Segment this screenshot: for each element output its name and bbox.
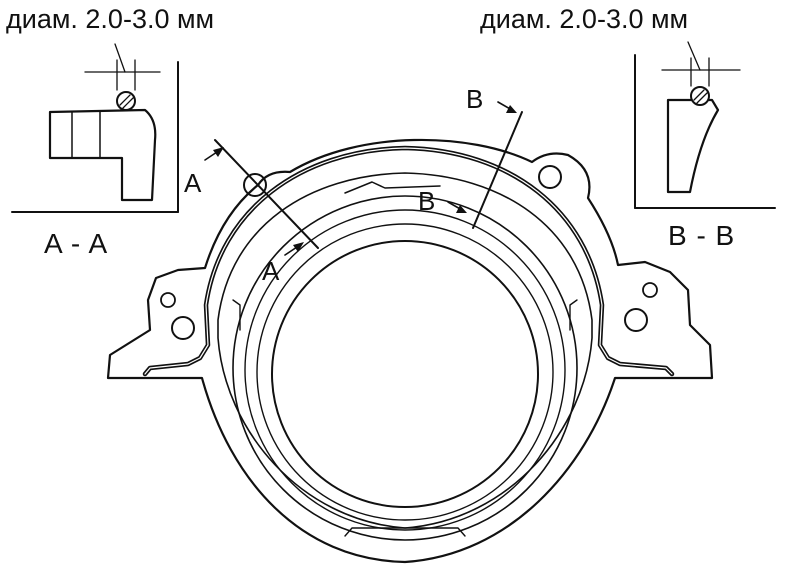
cut-arrow-a-top-head [213,147,224,157]
sealant-bead-inner [144,147,673,375]
detail-bb-profile [666,98,720,194]
cut-line-b [472,111,523,229]
right-notch [569,299,578,331]
cut-arrow-b-top-head [506,105,517,113]
top-step [344,181,441,194]
bolt-hole-top-right [538,165,562,189]
inner-flange [217,172,593,529]
detail-aa-bead-hatch-2 [122,97,134,109]
bore-ring-1 [232,195,578,541]
cut-mark-b-bottom: B [418,186,436,216]
detail-aa-bead [116,91,136,111]
bore-ring-4 [271,240,539,508]
housing-outline [106,138,714,564]
cut-mark-a-top: A [184,168,202,198]
bolt-hole-top-left [243,173,267,197]
detail-bb-bead [690,86,710,106]
left-notch [232,299,241,331]
note-diameter-left: диам. 2.0-3.0 мм [6,4,215,34]
sealant-bead-outer [142,145,675,377]
cut-mark-a-bottom: A [262,256,280,286]
detail-bb-leader [687,41,701,71]
bolt-hole-right-large [624,308,648,332]
section-label-bb: B - B [668,220,736,251]
cut-arrow-b-bottom-head [456,205,467,213]
detail-bb-bead-hatch-1 [693,89,705,101]
section-label-aa: A - A [44,228,109,259]
detail-aa-profile [48,108,157,202]
bolt-hole-left-large [171,316,195,340]
bolt-hole-left-small [160,292,176,308]
bore-ring-3 [256,223,554,521]
detail-aa-leader [114,43,126,73]
detail-bb-bead-hatch-2 [696,92,708,104]
detail-aa-bead-hatch-1 [119,94,131,106]
cut-mark-b-top: B [466,84,484,114]
bore-ring-2 [244,209,566,531]
cut-arrow-a-bottom-head [293,242,304,252]
cut-line-a [214,139,319,249]
bottom-notch [344,527,466,537]
note-diameter-right: диам. 2.0-3.0 мм [480,4,689,34]
bolt-hole-right-small [642,282,658,298]
